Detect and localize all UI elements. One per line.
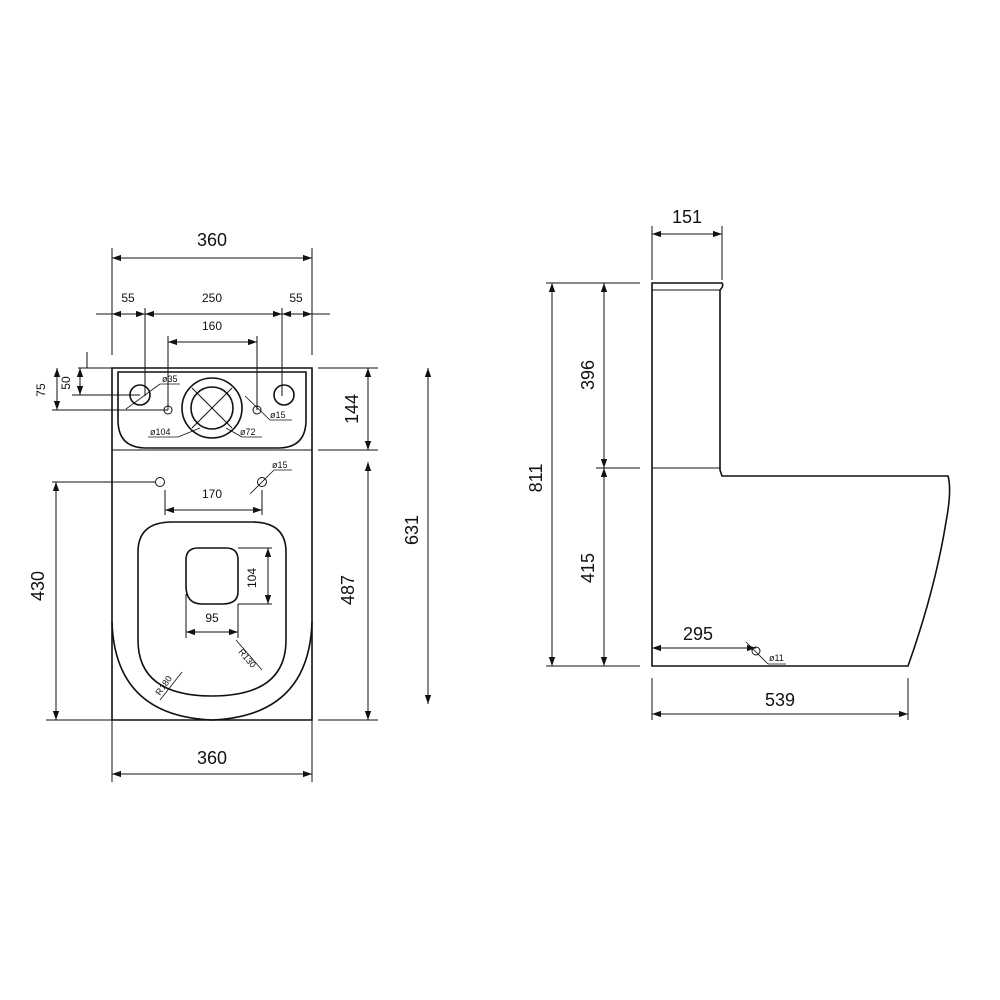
outlet-hole [751, 646, 761, 656]
dim-bowl-depth: 487 [338, 575, 358, 605]
dim-hole-right: 55 [289, 291, 303, 305]
dim-170: 170 [202, 487, 222, 501]
seat-rim [137, 521, 287, 697]
dim-tank-depth: 144 [342, 394, 362, 424]
dim-hole-span: 250 [202, 291, 222, 305]
bowl-outline [111, 621, 313, 721]
dim-75: 75 [34, 383, 48, 397]
dim-outlet-dist: 295 [683, 624, 713, 644]
bowl-fix-hole-right [257, 477, 267, 487]
bowl-fix-hole-left [155, 477, 165, 487]
dim-tank-thickness: 151 [672, 207, 702, 227]
label-d35: ø35 [162, 374, 178, 384]
dim-overall-length: 539 [765, 690, 795, 710]
top-view: 360 55 250 55 160 75 50 ø35 ø15 ø10 [28, 230, 432, 782]
label-d15-bowl: ø15 [272, 460, 288, 470]
dim-opening-w: 95 [205, 611, 219, 625]
dim-bowl-height: 415 [578, 553, 598, 583]
dim-50: 50 [59, 376, 73, 390]
top-view-outline [111, 367, 313, 721]
label-d11: ø11 [769, 653, 784, 663]
side-view: 151 811 396 415 295 ø11 539 [526, 207, 951, 720]
flush-valve-outer [181, 377, 243, 439]
dim-width-bottom: 360 [197, 748, 227, 768]
label-r130: R130 [236, 647, 257, 670]
bowl-opening [185, 547, 239, 605]
flush-valve-inner [190, 386, 234, 430]
tank-outline [117, 371, 307, 449]
dim-total-height: 811 [526, 464, 546, 493]
dim-left-depth: 430 [28, 571, 48, 601]
dim-hole-left: 55 [121, 291, 135, 305]
dim-overall-depth: 631 [402, 515, 422, 545]
label-d15-tank: ø15 [270, 410, 286, 420]
label-r180: R180 [153, 674, 174, 697]
dim-width-top: 360 [197, 230, 227, 250]
dim-tank-height: 396 [578, 360, 598, 390]
label-d72: ø72 [240, 427, 256, 437]
label-d104: ø104 [150, 427, 171, 437]
tank-hole-right [273, 384, 295, 406]
dim-inner-span: 160 [202, 319, 222, 333]
side-profile [651, 282, 951, 667]
dim-opening-h: 104 [245, 568, 259, 588]
